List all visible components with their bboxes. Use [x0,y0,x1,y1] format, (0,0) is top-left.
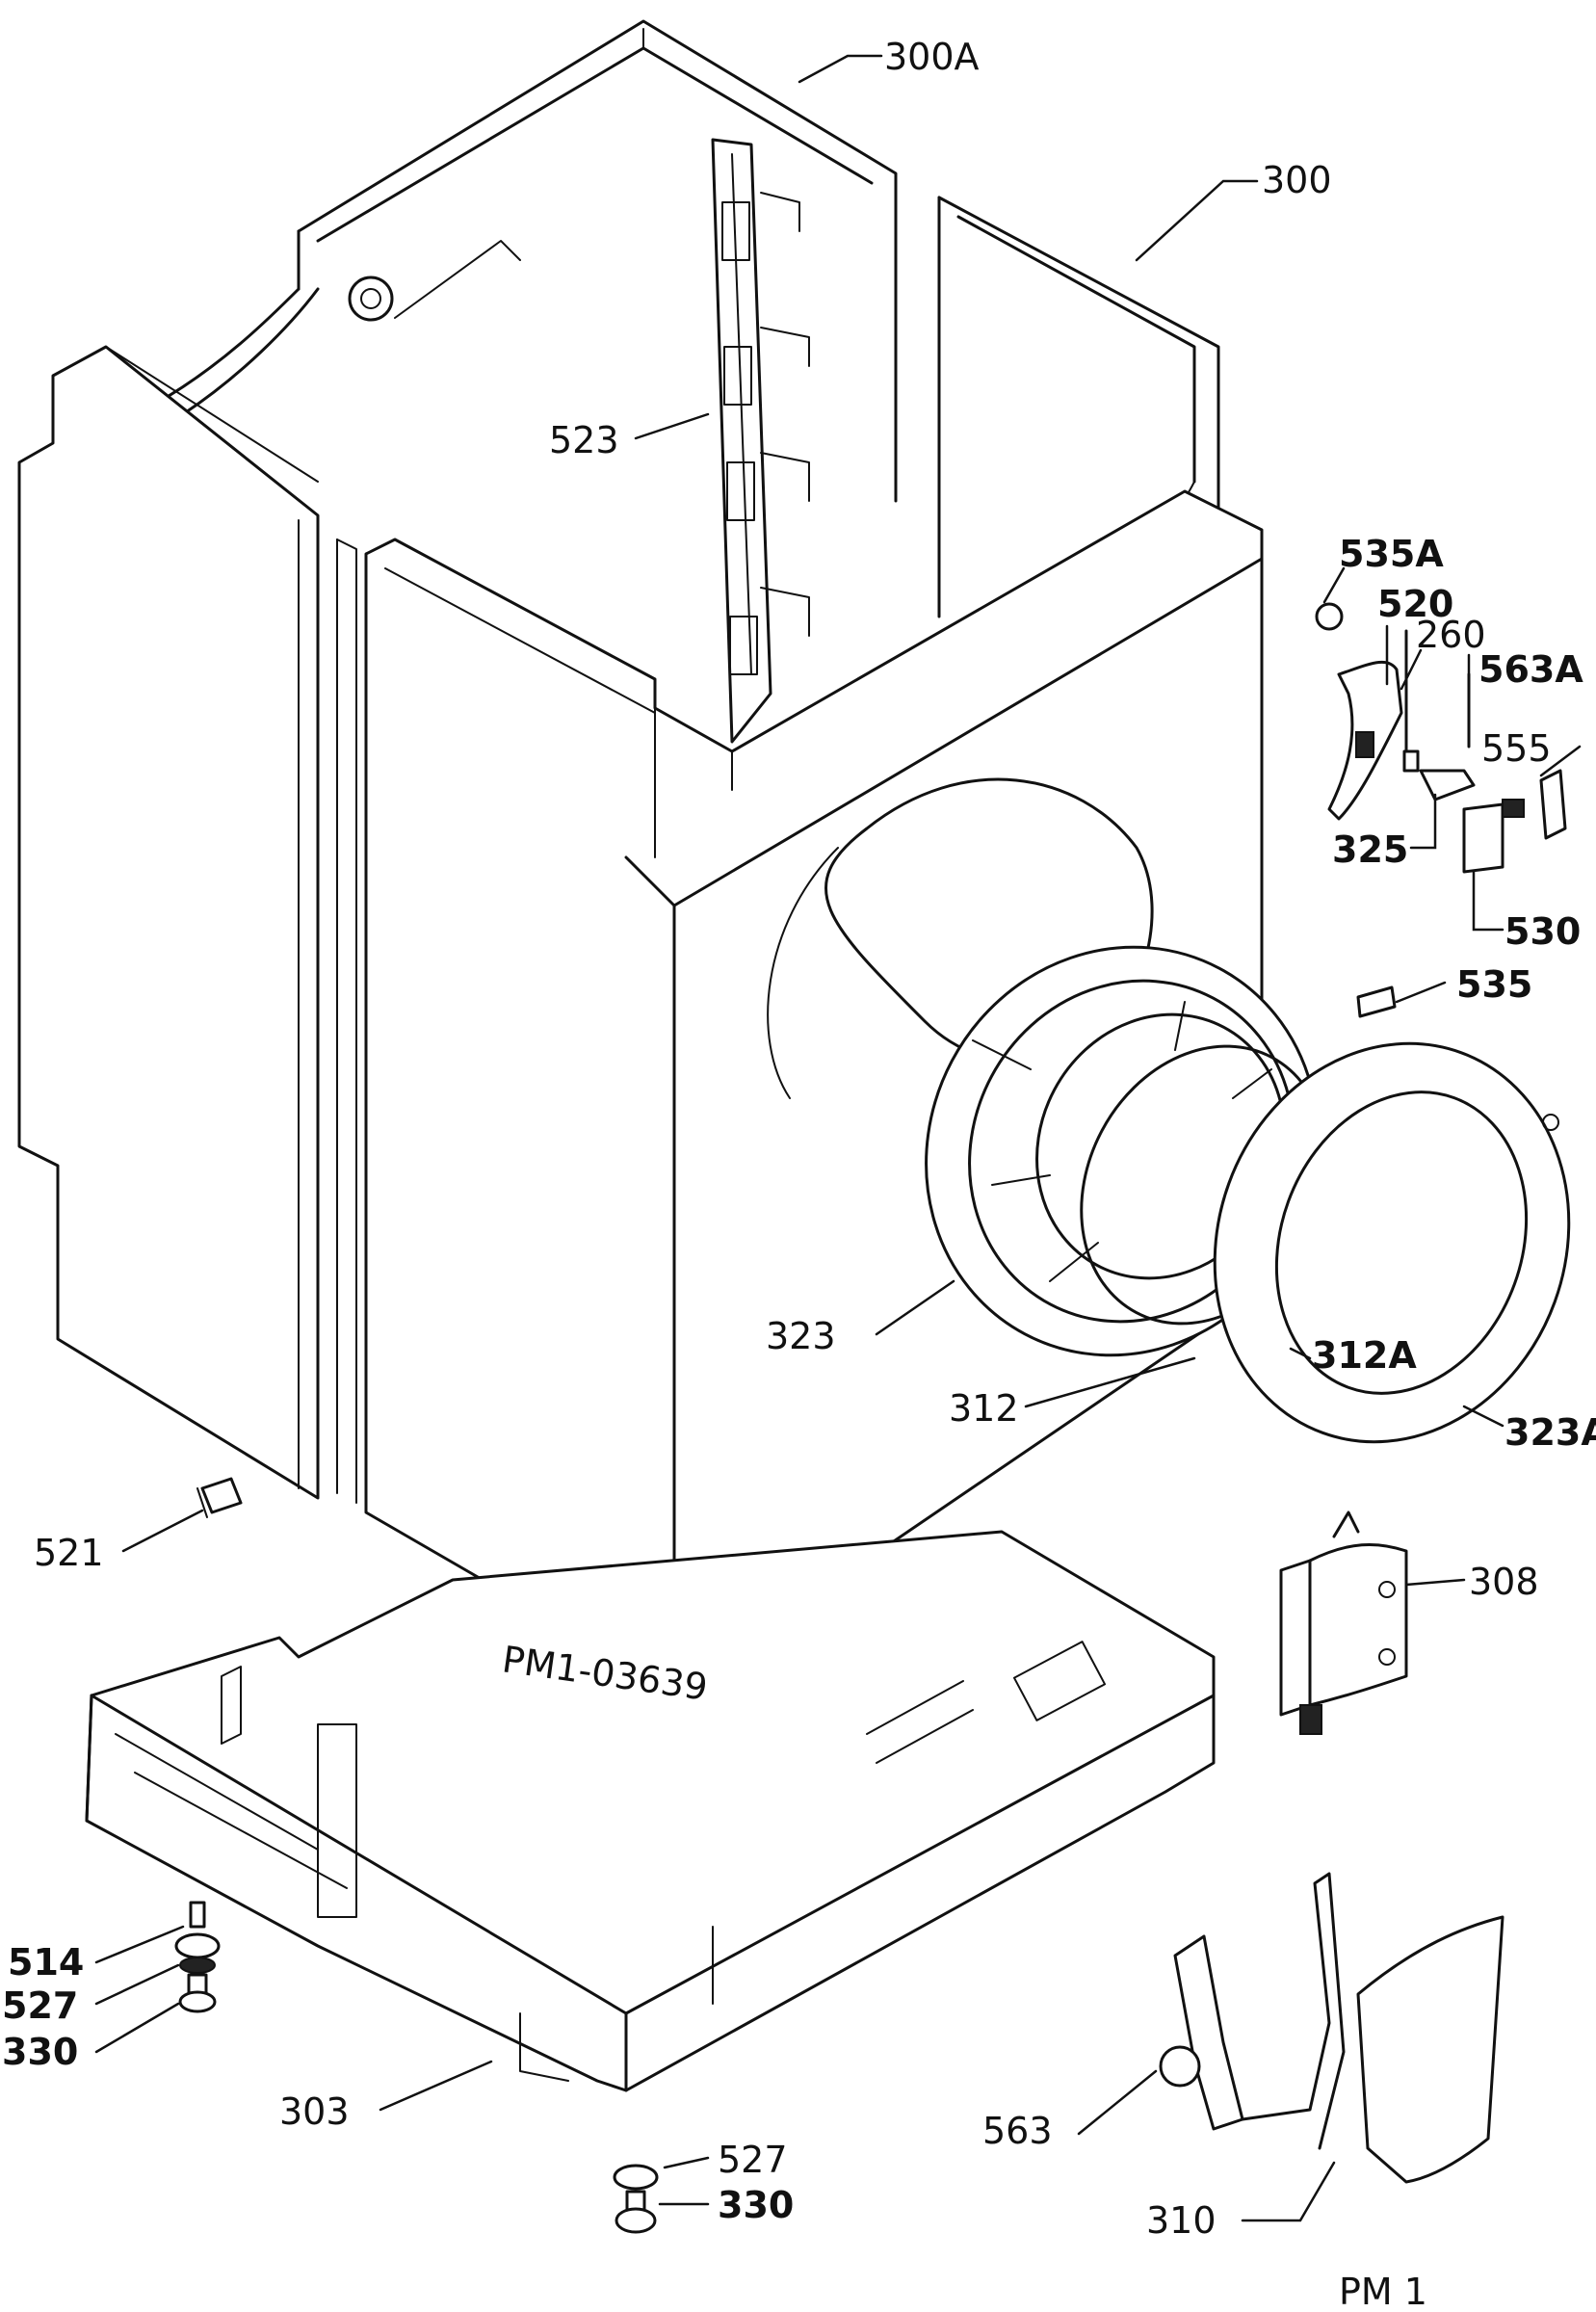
callout-535a: 535A [1339,533,1444,575]
callout-523: 523 [549,419,619,461]
left-side-panel [17,345,357,1504]
callout-330-left: 330 [2,2031,78,2073]
callout-312: 312 [949,1387,1019,1430]
door-hinge-308 [1279,1511,1408,1735]
callout-555: 555 [1481,727,1552,770]
callout-300a: 300A [884,36,980,78]
callout-527-left: 527 [2,1984,78,2027]
callout-527-right: 527 [718,2139,788,2181]
base-frame-303 [85,1530,1216,2092]
door-lock-parts [1315,602,1567,1018]
callout-530: 530 [1504,910,1581,953]
callout-308: 308 [1469,1561,1539,1603]
door-frame-323a [1213,1041,1571,1444]
callout-312a: 312A [1312,1334,1417,1377]
callout-303: 303 [279,2090,350,2133]
callout-330-right: 330 [718,2184,794,2226]
inner-channel-523 [711,138,810,744]
kick-panel-assembly [1159,1872,1504,2184]
callout-323: 323 [766,1315,836,1357]
callout-323a: 323A [1504,1411,1596,1454]
callout-521: 521 [34,1532,104,1574]
callout-520: 520 [1377,583,1453,625]
callout-563: 563 [982,2110,1053,2152]
screw-521 [196,1477,243,1518]
callout-563a: 563A [1478,648,1583,691]
callout-300: 300 [1262,159,1332,201]
callout-260: 260 [1416,614,1486,656]
leader-lines [94,54,1582,2222]
callout-325: 325 [1332,828,1408,871]
leveling-foot-right [613,2164,659,2234]
leveling-foot-left [174,1901,221,2013]
callout-514: 514 [8,1941,84,1984]
sheet-label: PM 1 [1339,2271,1427,2312]
rear-frame-300a [152,19,898,503]
callout-535: 535 [1456,963,1532,1006]
callout-310: 310 [1146,2199,1217,2242]
